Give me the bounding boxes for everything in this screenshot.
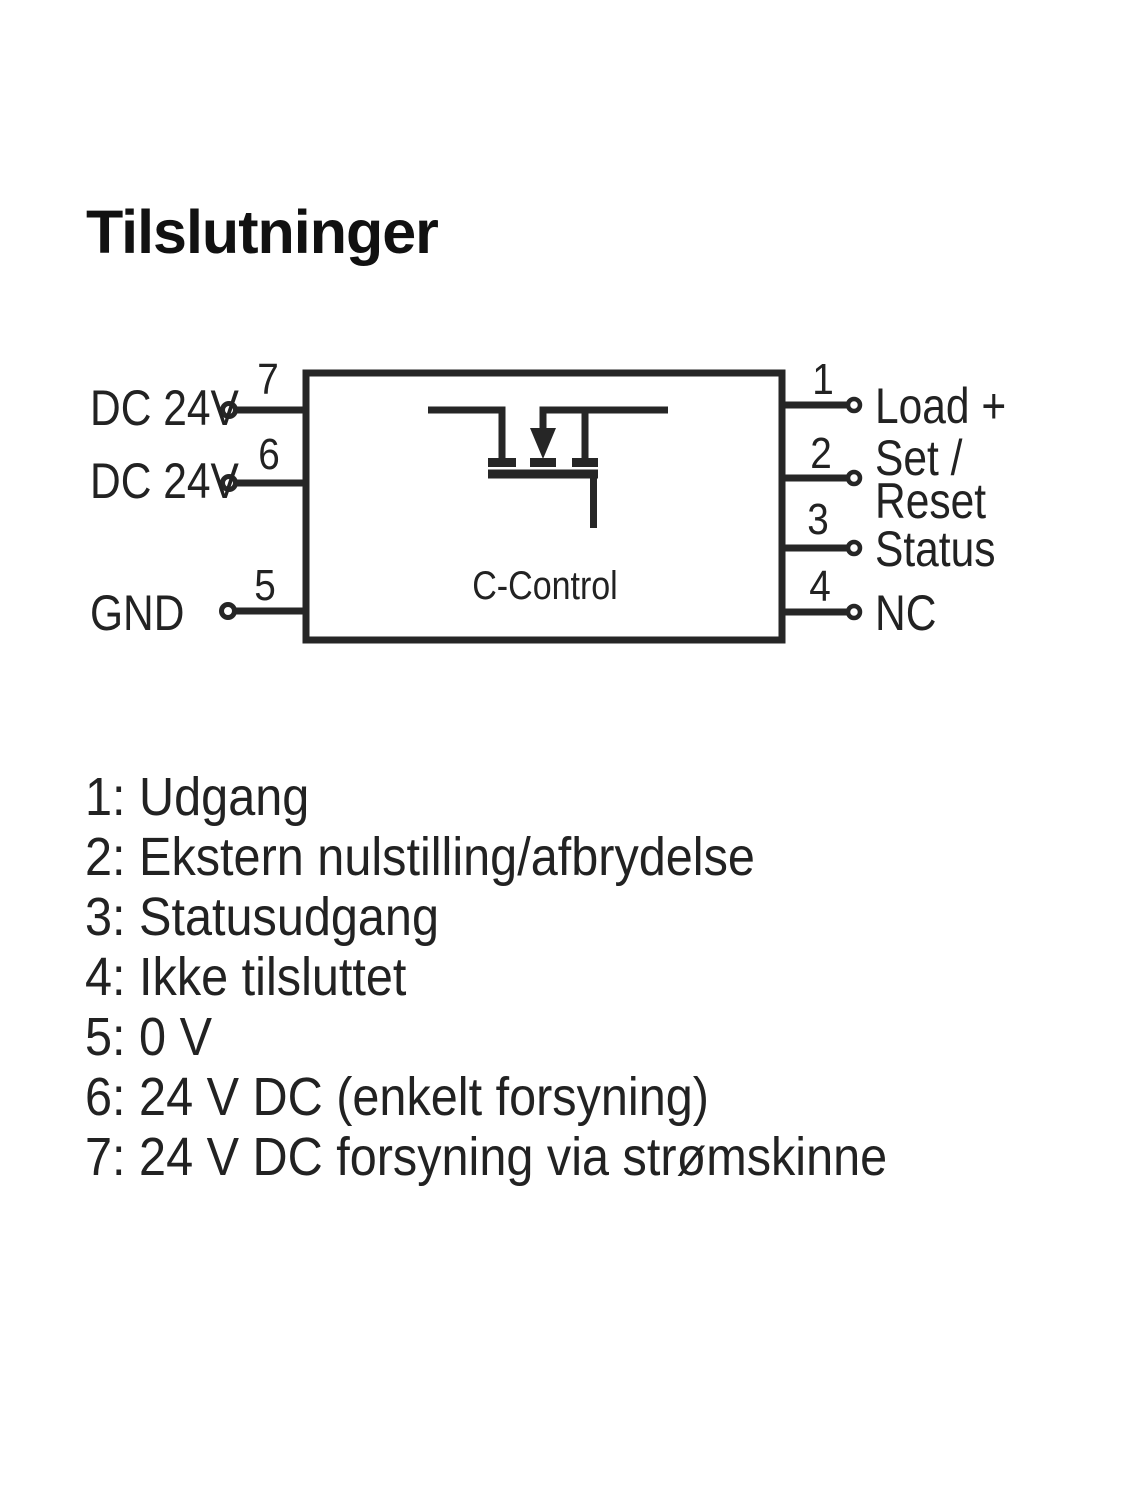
pin4-number: 4 [809,562,831,612]
schematic-shapes [219,369,863,644]
page-title: Tilslutninger [86,197,439,266]
legend-item-2: 2: Ekstern nulstilling/afbrydelse [85,827,976,887]
legend-item-2-text: 2: Ekstern nulstilling/afbrydelse [85,827,755,887]
pin1-label: Load + [875,378,1007,434]
pin2-number: 2 [810,429,832,479]
pin6-label: DC 24V [90,453,239,509]
legend-item-5-text: 5: 0 V [85,1007,212,1067]
pin2-label-line1: Set / [875,430,963,486]
pin6-number: 6 [258,430,280,480]
legend-item-1: 1: Udgang [85,767,976,827]
legend-item-6-text: 6: 24 V DC (enkelt forsyning) [85,1067,709,1127]
pin3-label: Status [875,521,996,577]
mosfet-symbol-icon [428,406,668,528]
pin1-number: 1 [812,355,834,405]
legend-item-3: 3: Statusudgang [85,887,976,947]
circuit-schematic-svg [219,369,863,644]
legend-item-3-text: 3: Statusudgang [85,887,439,947]
pin5-terminal-icon [219,602,237,620]
pin4-terminal-icon [845,603,863,621]
pin2-terminal-icon [845,469,863,487]
pin3-number: 3 [807,495,829,545]
pin7-terminal-icon [220,401,238,419]
pin5-label: GND [90,585,185,641]
pin7-number: 7 [257,355,279,405]
legend-item-4: 4: Ikke tilsluttet [85,947,976,1007]
pin2-label-line2: Reset [875,473,987,529]
legend-item-4-text: 4: Ikke tilsluttet [85,947,407,1007]
legend-item-7: 7: 24 V DC forsyning via strømskinne [85,1127,976,1187]
legend-item-1-text: 1: Udgang [85,767,310,827]
terminal-circles [219,396,863,621]
legend-item-6: 6: 24 V DC (enkelt forsyning) [85,1067,976,1127]
pin1-terminal-icon [845,396,863,414]
pin5-number: 5 [254,561,276,611]
pin6-terminal-icon [220,474,238,492]
legend-item-5: 5: 0 V [85,1007,976,1067]
component-box-label: C-Control [472,564,618,609]
legend-item-7-text: 7: 24 V DC forsyning via strømskinne [85,1127,888,1187]
pin7-label: DC 24V [90,380,239,436]
component-box [302,369,786,644]
pin3-terminal-icon [845,539,863,557]
connection-diagram: DC 24V DC 24V GND 7 6 5 1 2 3 4 Load + S… [0,340,1132,680]
pin4-label: NC [875,585,937,641]
pin-legend: 1: Udgang 2: Ekstern nulstilling/afbryde… [85,767,976,1187]
